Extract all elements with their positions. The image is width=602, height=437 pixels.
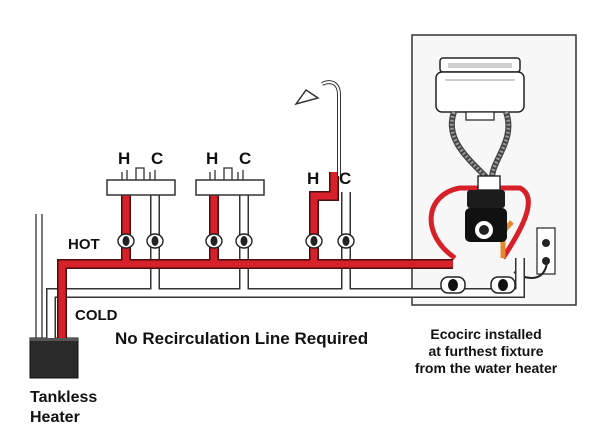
basin-1 [106,167,176,196]
fixture-2-cold-label: C [239,149,252,168]
fixture-1-hot-label: H [118,149,131,168]
shower-head-icon [294,88,320,106]
cold-line-label: COLD [75,307,118,324]
fixture-3-cold-label: C [339,169,352,188]
cabinet-sink [435,57,525,121]
hot-line [57,172,453,338]
shower [294,80,341,176]
cabinet-valves [440,276,516,294]
fixture-3-hot-label: H [307,169,320,188]
tankless-heater [29,337,79,379]
basin-2 [195,167,265,196]
electrical-outlet [536,227,556,275]
hot-line-label: HOT [68,236,100,253]
braided-hoses [448,110,512,181]
recirc-loop [428,185,531,261]
caption: No Recirculation Line Required [115,329,369,348]
ecocirc-pump [465,175,507,242]
shutoff-valves [117,233,355,249]
heater-label: Tankless Heater [30,389,98,426]
ecocirc-label: Ecocirc installed at furthest fixture fr… [414,326,558,376]
fixture-1-cold-label: C [151,149,164,168]
fixture-2-hot-label: H [206,149,219,168]
